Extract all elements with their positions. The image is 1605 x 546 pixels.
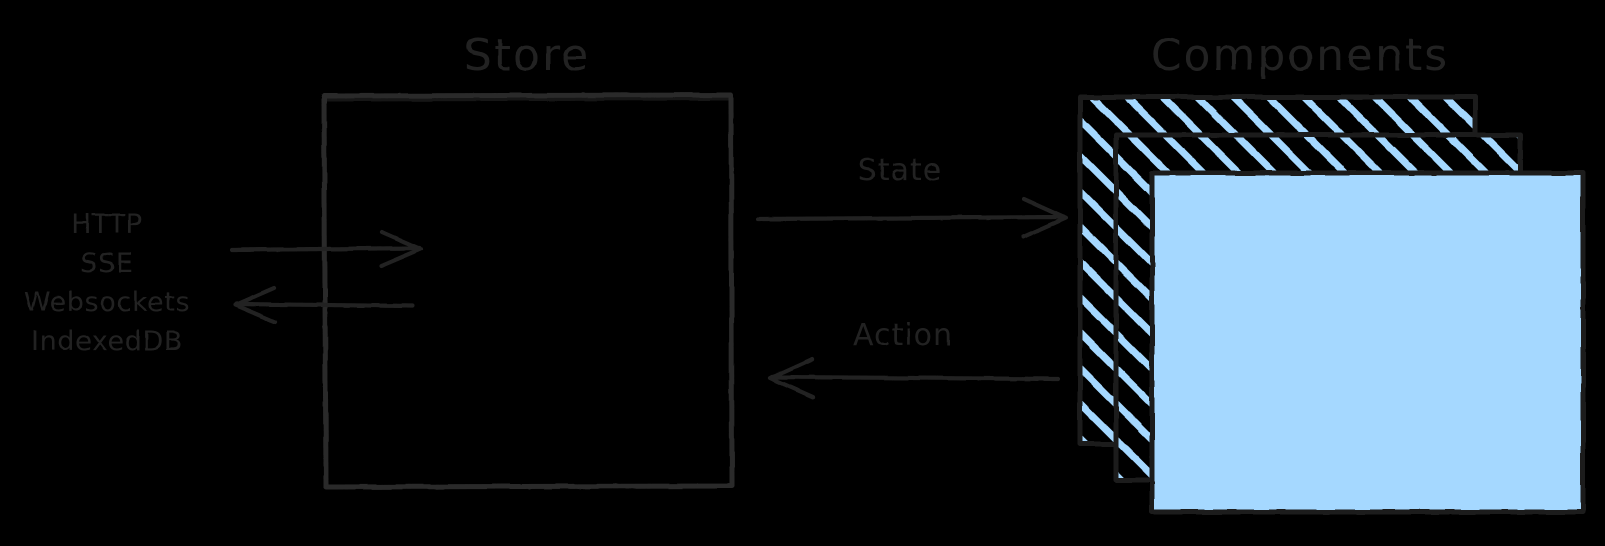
action-arrow — [767, 356, 1061, 400]
websockets-label: Websockets — [24, 287, 190, 318]
sse-label: SSE — [80, 248, 133, 279]
page-title-store: Store — [464, 30, 590, 81]
component-card-front[interactable] — [1149, 170, 1586, 515]
action-arrow-label: Action — [853, 318, 953, 353]
indexeddb-label: IndexedDB — [31, 326, 183, 357]
inbound-arrow — [229, 229, 424, 269]
outbound-arrow — [232, 285, 415, 325]
state-arrow-label: State — [858, 153, 942, 188]
state-arrow — [755, 196, 1069, 240]
http-label: HTTP — [71, 209, 143, 240]
page-title-components: Components — [1151, 30, 1449, 81]
store-box[interactable] — [321, 92, 735, 490]
